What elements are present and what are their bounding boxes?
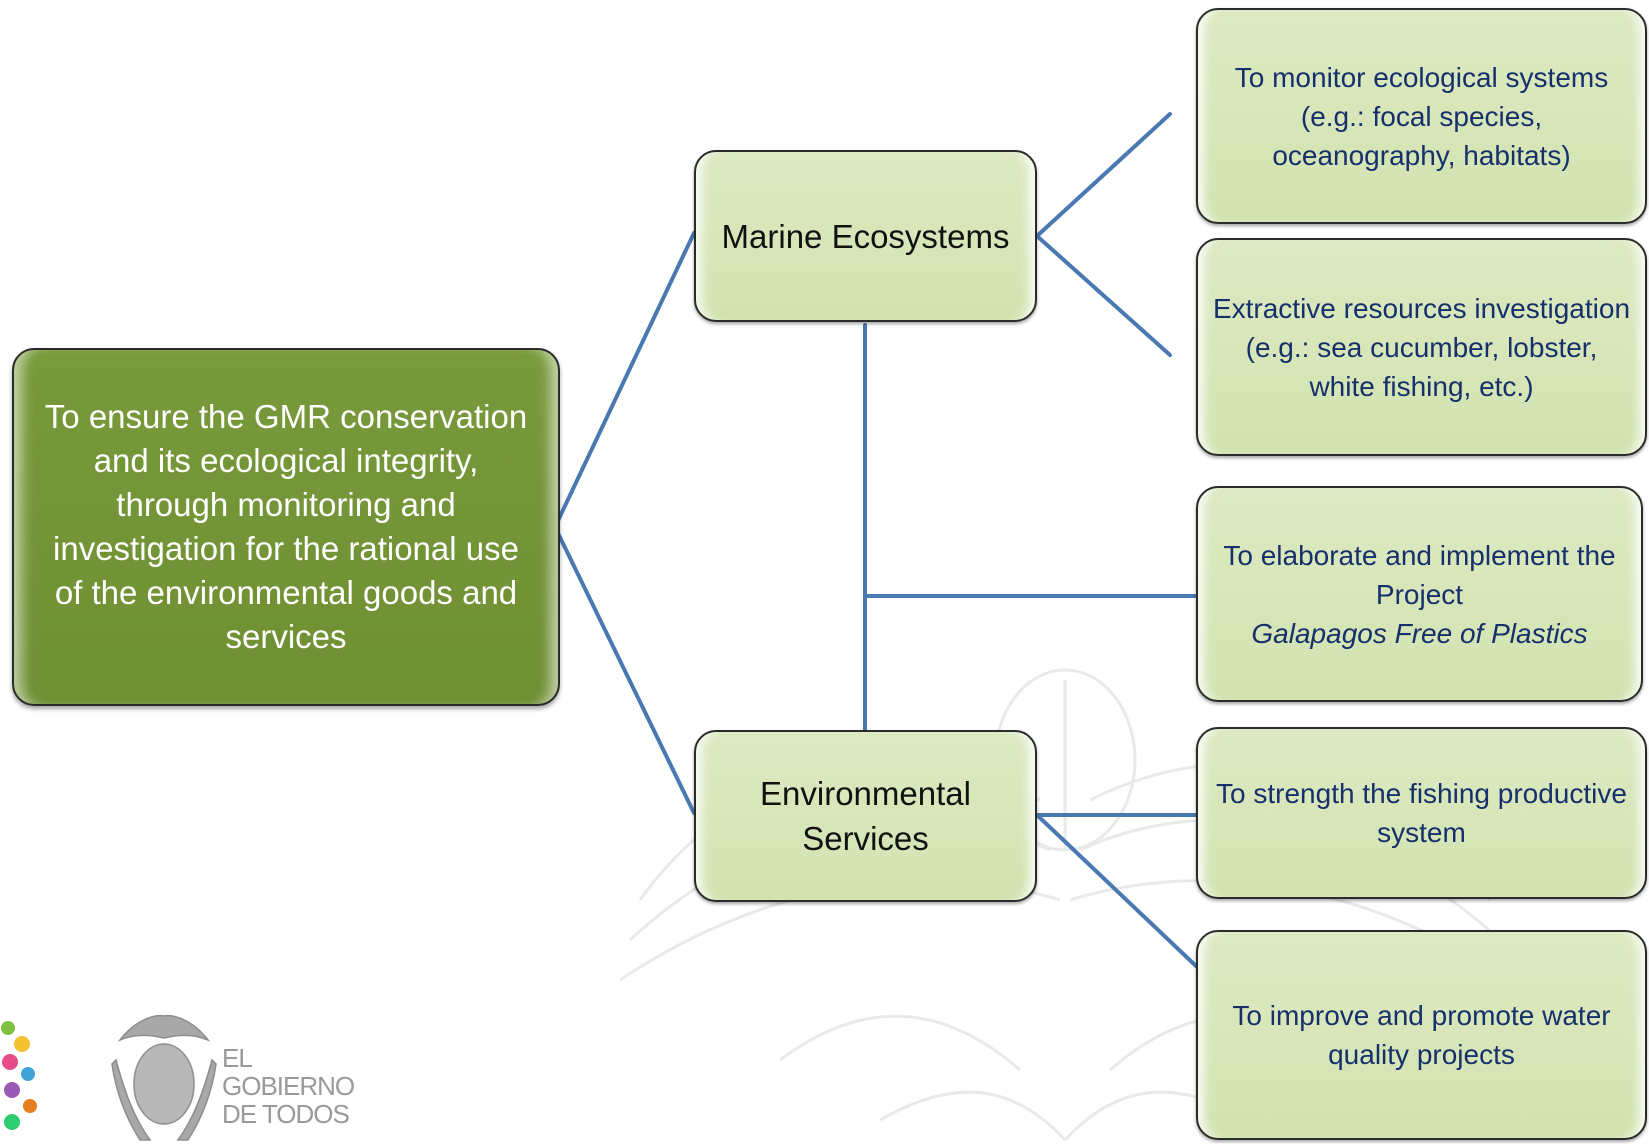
connector-marine-to-monitor (1035, 112, 1172, 238)
leaf-fishing-productive: To strength the fishing productive syste… (1196, 727, 1647, 899)
leaf-monitor-ecological-text: To monitor ecological systems (e.g.: foc… (1234, 61, 1609, 171)
environmental-services-node: Environmental Services (694, 730, 1037, 902)
leaf-galapagos-plastics-text: To elaborate and implement the Project G… (1198, 536, 1641, 653)
leaf-galapagos-plastics-italic: Galapagos Free of Plastics (1251, 617, 1588, 649)
marine-ecosystems-text: Marine Ecosystems (721, 217, 1010, 255)
leaf-extractive-resources-text: Extractive resources investigation (e.g.… (1212, 292, 1631, 402)
root-node: To ensure the GMR conservation and its e… (12, 348, 560, 706)
connector-root-to-marine (553, 231, 696, 529)
leaf-water-quality-text: To improve and promote water quality pro… (1232, 1000, 1611, 1070)
leaf-galapagos-plastics: To elaborate and implement the Project G… (1196, 486, 1643, 702)
leaf-water-quality: To improve and promote water quality pro… (1196, 930, 1647, 1140)
leaf-galapagos-plastics-line1: To elaborate and implement the Project (1223, 539, 1616, 610)
gobierno-logo-text: EL GOBIERNO DE TODOS (222, 1043, 355, 1129)
marine-ecosystems-node: Marine Ecosystems (694, 150, 1037, 322)
environmental-services-text: Environmental Services (760, 775, 971, 857)
connector-marine-to-extractive (1035, 234, 1172, 357)
leaf-monitor-ecological: To monitor ecological systems (e.g.: foc… (1196, 8, 1647, 224)
leaf-fishing-productive-text: To strength the fishing productive syste… (1216, 778, 1627, 848)
root-node-text: To ensure the GMR conservation and its e… (44, 398, 528, 655)
ecuador-coat-of-arms-icon (111, 1014, 217, 1141)
connector-root-to-services (553, 525, 696, 815)
connector-services-to-water (1035, 813, 1198, 968)
leaf-extractive-resources: Extractive resources investigation (e.g.… (1196, 238, 1647, 456)
colorful-logo-icon (1, 1021, 37, 1130)
